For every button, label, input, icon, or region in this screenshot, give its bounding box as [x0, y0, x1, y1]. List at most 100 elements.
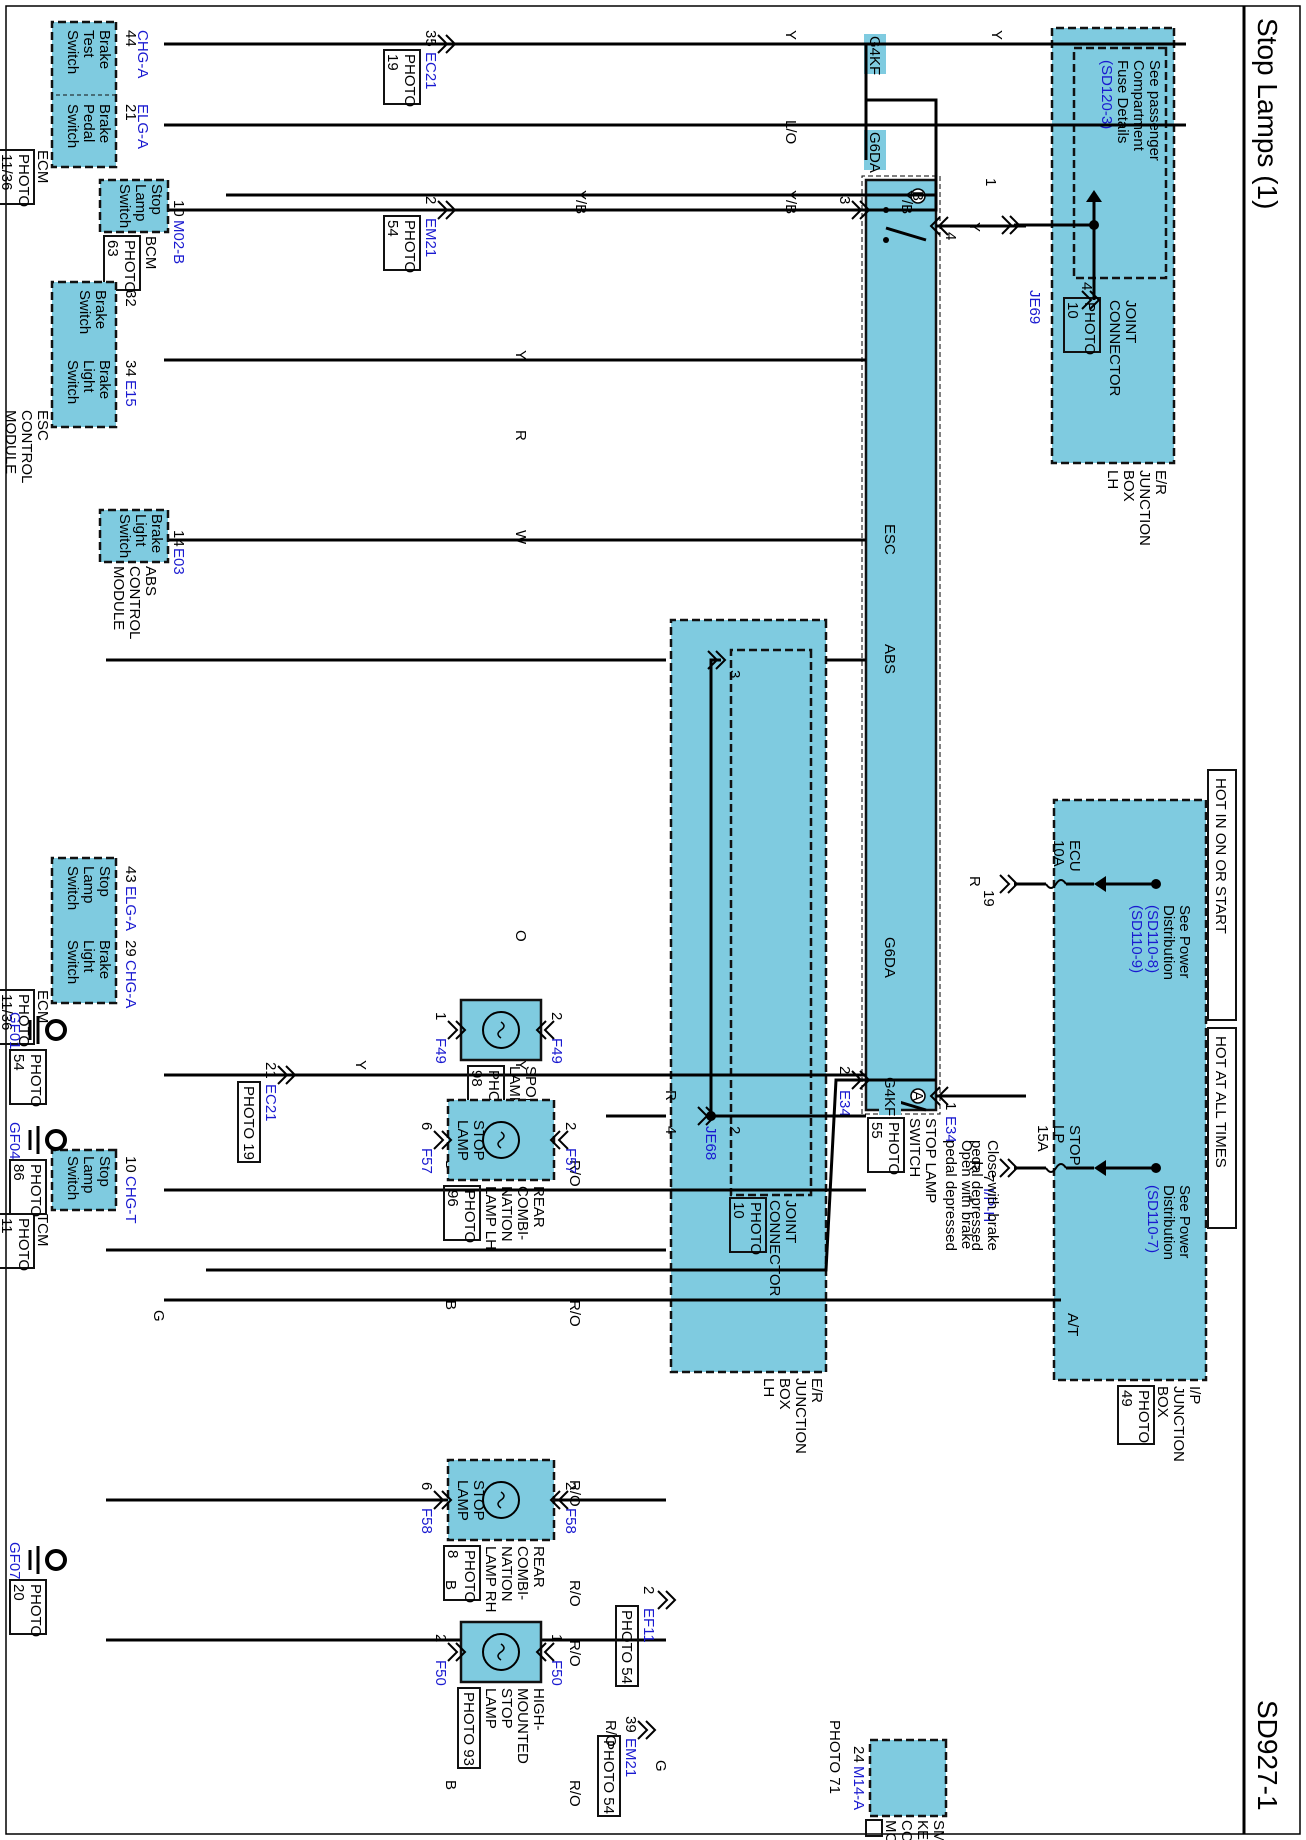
svg-text:PHOTO 71: PHOTO 71 — [826, 1720, 843, 1794]
svg-text:JOINT: JOINT — [782, 1200, 799, 1243]
svg-text:I/P-H: I/P-H — [980, 1188, 997, 1222]
svg-text:Y: Y — [512, 1060, 529, 1070]
svg-text:Distribution: Distribution — [1160, 905, 1177, 980]
svg-text:24: 24 — [850, 1746, 867, 1763]
svg-text:R/O: R/O — [566, 1580, 583, 1607]
svg-text:14: 14 — [170, 530, 187, 547]
svg-text:Stop: Stop — [148, 184, 165, 215]
svg-text:Test: Test — [80, 30, 97, 58]
svg-text:See passenger: See passenger — [1146, 60, 1163, 161]
svg-text:JUNCTION: JUNCTION — [792, 1378, 809, 1454]
svg-text:G6DA: G6DA — [881, 937, 898, 978]
svg-text:E/R: E/R — [1152, 470, 1169, 495]
svg-text:LP: LP — [1050, 1125, 1067, 1143]
smart-key-control-module: SMART KEY CONTROL MODULE 24 M14-A PHOTO … — [826, 1720, 948, 1840]
svg-text:EM21: EM21 — [422, 218, 439, 257]
svg-text:(SD110-9): (SD110-9) — [1128, 905, 1145, 973]
svg-text:E03: E03 — [170, 548, 187, 575]
svg-text:STOP LAMP: STOP LAMP — [922, 1118, 939, 1203]
svg-text:pedal depressed: pedal depressed — [942, 1140, 959, 1251]
svg-text:35: 35 — [422, 30, 439, 47]
svg-text:PHOTO: PHOTO — [1135, 1390, 1152, 1443]
page-code: SD927-1 — [1252, 1700, 1283, 1811]
wires — [164, 42, 1186, 1302]
svg-text:Y: Y — [782, 30, 799, 40]
ip-junction-box: I/P JUNCTION BOX PHOTO 49 See Power Dist… — [980, 798, 1208, 1462]
svg-text:CONNECTOR: CONNECTOR — [1106, 300, 1123, 397]
svg-text:F57: F57 — [418, 1148, 435, 1174]
bcm: Stop Lamp Switch BCM PHOTO 63 10 M02-B — [98, 178, 187, 293]
svg-text:ELG-A: ELG-A — [122, 886, 139, 931]
svg-text:49: 49 — [1118, 1390, 1135, 1407]
svg-text:B: B — [442, 1780, 459, 1790]
svg-text:CHG-T: CHG-T — [122, 1176, 139, 1224]
svg-text:Lamp: Lamp — [80, 866, 97, 904]
svg-text:19: 19 — [384, 54, 401, 71]
svg-text:1: 1 — [548, 1634, 565, 1642]
svg-text:Switch: Switch — [64, 104, 81, 148]
hot-start-label: HOT IN ON OR START — [1212, 778, 1229, 934]
rear-combination-lamp-rh: STOP LAMP 2 6 F58 F58 REAR COMBI- NATION… — [418, 1458, 579, 1612]
svg-text:R: R — [662, 1090, 679, 1101]
svg-text:F58: F58 — [418, 1508, 435, 1534]
svg-text:EM21: EM21 — [622, 1738, 639, 1777]
svg-text:Light: Light — [132, 514, 149, 547]
svg-text:2: 2 — [422, 196, 439, 204]
svg-text:Compartment: Compartment — [1130, 60, 1147, 152]
svg-text:29: 29 — [122, 940, 139, 957]
svg-text:BOX: BOX — [1154, 1386, 1171, 1418]
svg-text:PHOTO 54: PHOTO 54 — [618, 1610, 635, 1684]
svg-text:G4KF: G4KF — [881, 1077, 898, 1116]
svg-text:R: R — [966, 1160, 983, 1171]
svg-text:PHOTO 54: PHOTO 54 — [600, 1740, 617, 1814]
svg-text:I/P: I/P — [1186, 1386, 1203, 1404]
wire-tags: G4KF G6DA ESC ABS G6DA G4KF A/T — [864, 34, 1084, 1346]
svg-text:Stop: Stop — [96, 1156, 113, 1187]
svg-text:3: 3 — [836, 196, 853, 204]
svg-text:EF11: EF11 — [640, 1608, 657, 1643]
svg-text:Brake: Brake — [96, 30, 113, 69]
svg-text:ESC: ESC — [34, 410, 51, 441]
svg-text:Switch: Switch — [64, 360, 81, 404]
svg-text:PHOTO 19: PHOTO 19 — [240, 1086, 257, 1160]
svg-text:3: 3 — [726, 670, 743, 678]
svg-text:11/36: 11/36 — [0, 994, 15, 1030]
svg-text:10A: 10A — [1050, 840, 1067, 867]
svg-text:F50: F50 — [432, 1660, 449, 1686]
svg-text:GF04: GF04 — [6, 1122, 23, 1160]
svg-text:19: 19 — [980, 890, 997, 907]
svg-text:R/O: R/O — [566, 1480, 583, 1507]
svg-text:PHOTO: PHOTO — [15, 1218, 32, 1271]
svg-text:MODULE: MODULE — [2, 410, 19, 474]
svg-text:F49: F49 — [432, 1038, 449, 1064]
svg-text:E34: E34 — [942, 1116, 959, 1143]
svg-text:LAMP: LAMP — [506, 1066, 523, 1107]
svg-text:15A: 15A — [1034, 1125, 1051, 1152]
svg-text:Brake: Brake — [96, 104, 113, 143]
svg-text:Brake: Brake — [96, 940, 113, 979]
svg-text:2: 2 — [836, 1066, 853, 1074]
svg-text:PHOTO: PHOTO — [747, 1202, 764, 1255]
svg-text:LAMP: LAMP — [482, 1688, 499, 1729]
svg-text:JE68: JE68 — [702, 1126, 719, 1160]
svg-text:6: 6 — [418, 1482, 435, 1490]
hot-all-label: HOT AT ALL TIMES — [1212, 1036, 1229, 1168]
svg-text:SWITCH: SWITCH — [906, 1118, 923, 1177]
svg-text:Y/B: Y/B — [572, 190, 589, 214]
svg-text:M14-A: M14-A — [850, 1766, 867, 1810]
svg-text:11: 11 — [0, 1218, 15, 1234]
svg-text:Close with brake: Close with brake — [984, 1140, 1001, 1251]
svg-text:CONNECTOR: CONNECTOR — [766, 1200, 783, 1297]
svg-text:(SD120-3): (SD120-3) — [1098, 60, 1115, 129]
svg-text:Light: Light — [80, 940, 97, 973]
svg-text:R/O: R/O — [602, 1720, 619, 1747]
svg-text:Lamp: Lamp — [132, 184, 149, 222]
svg-text:PHOTO: PHOTO — [1081, 302, 1098, 355]
svg-text:CONTROL: CONTROL — [898, 1820, 915, 1840]
svg-text:43: 43 — [122, 866, 139, 883]
svg-text:10: 10 — [122, 1156, 139, 1173]
ground-gf04: GF04 PHOTO 86 — [6, 1122, 67, 1217]
svg-text:PHOTO: PHOTO — [15, 994, 32, 1047]
svg-text:Switch: Switch — [116, 184, 133, 228]
